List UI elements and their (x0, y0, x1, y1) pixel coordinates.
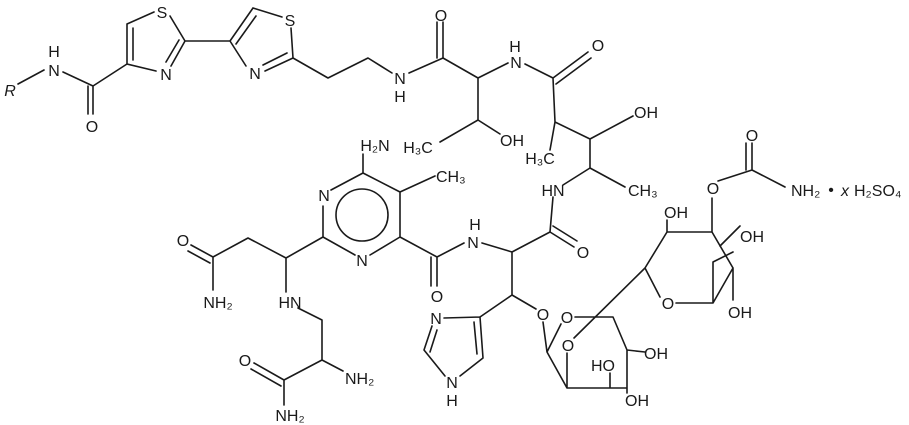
atom-label: O (561, 310, 573, 327)
atom-label: N (510, 55, 522, 72)
salt-dot: • (828, 182, 834, 199)
atom-label: OH (664, 205, 688, 222)
atom-label: N (446, 375, 458, 392)
atom-label: OH (500, 133, 524, 150)
atom-label: N (430, 311, 442, 328)
atom-label: O (537, 307, 549, 324)
atom-label: H (469, 217, 481, 234)
atom-label: O (431, 289, 443, 306)
atom-label: NH₂ (275, 408, 304, 425)
bonds-imidazole (423, 316, 484, 377)
atom-label: CH₃ (628, 183, 658, 200)
atom-label: H₂N (360, 138, 389, 155)
atom-label: HN (278, 295, 301, 312)
atom-label: HO (591, 358, 615, 375)
atom-label: O (746, 128, 758, 145)
atom-label: OH (634, 105, 658, 122)
atom-label: H (48, 44, 60, 61)
atom-label: O (86, 119, 98, 136)
bonds-threonine-valerate (439, 51, 634, 233)
atom-label: N (356, 253, 368, 270)
atom-label: H₃C (525, 151, 555, 168)
bonds-sugars (542, 142, 786, 394)
bonds-bithiazole-tail (17, 7, 444, 115)
atom-label: NH₂ (345, 371, 374, 388)
atom-label: N (48, 63, 60, 80)
atom-label: O (435, 8, 447, 25)
atom-label: OH (644, 346, 668, 363)
atom-label: OH (728, 305, 752, 322)
atom-label: O (239, 353, 251, 370)
atom-label: O (707, 181, 719, 198)
atom-label: N (394, 71, 406, 88)
atom-label: N (318, 188, 330, 205)
salt-stoichiometry: x (840, 183, 850, 200)
atom-label: H (394, 89, 406, 106)
atom-label: O (592, 38, 604, 55)
aromatic-ring-circle (335, 188, 389, 242)
atom-label: OH (625, 393, 649, 410)
atom-label: H (509, 39, 521, 56)
r-group-label: R (4, 83, 16, 100)
atom-label: NH₂ (791, 183, 820, 200)
atom-label: N (249, 66, 261, 83)
atom-label: O (562, 338, 574, 355)
atom-label: S (285, 13, 296, 30)
atom-label: S (157, 5, 168, 22)
sulfuric-acid-label: H₂SO₄ (854, 183, 901, 200)
atom-label: CH₃ (436, 169, 466, 186)
atom-label: H₃C (403, 140, 433, 157)
bonds-pyrimidine (187, 153, 578, 406)
atom-label: O (662, 296, 674, 313)
atom-label: NH₂ (203, 295, 232, 312)
atom-label: H (446, 393, 458, 410)
atom-label: HN (541, 183, 564, 200)
atom-label: O (577, 245, 589, 262)
atom-label: N (467, 235, 479, 252)
atom-label: O (177, 233, 189, 250)
atom-label: N (160, 67, 172, 84)
atom-label: OH (740, 229, 764, 246)
